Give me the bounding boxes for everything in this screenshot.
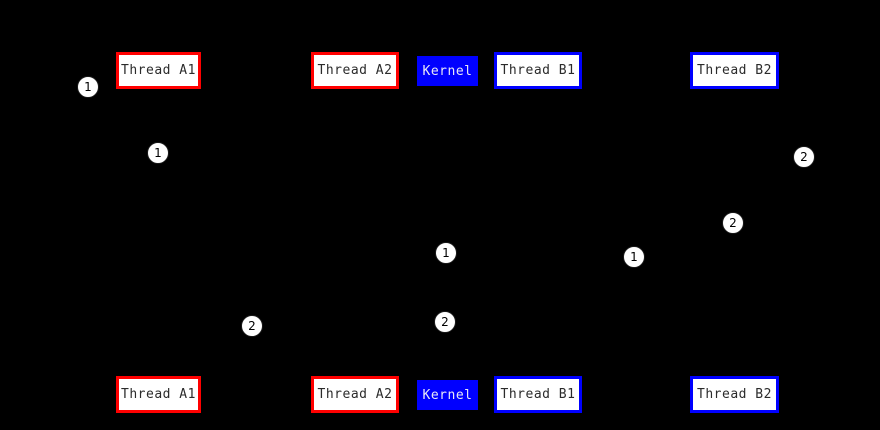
participant-label: Thread B1 bbox=[500, 387, 576, 402]
lifeline-tick bbox=[448, 86, 449, 90]
sequence-badge-message-3: 2 bbox=[793, 146, 815, 168]
sequence-badge-message-5: 1 bbox=[435, 242, 457, 264]
lifeline-thread-b1 bbox=[538, 89, 539, 376]
lifeline-tick bbox=[735, 372, 736, 376]
participant-label: Kernel bbox=[422, 387, 473, 403]
sequence-badge-message-2: 1 bbox=[147, 142, 169, 164]
lifeline-tick bbox=[355, 372, 356, 376]
lifeline-tick bbox=[448, 376, 449, 380]
participant-thread-a1[interactable]: Thread A1 bbox=[116, 52, 201, 89]
participant-label: Thread A2 bbox=[317, 63, 393, 78]
participant-thread-b2[interactable]: Thread B2 bbox=[690, 52, 779, 89]
participant-kernel[interactable]: Kernel bbox=[417, 56, 478, 86]
participant-thread-a2-bottom[interactable]: Thread A2 bbox=[311, 376, 399, 413]
lifeline-thread-a2 bbox=[355, 89, 356, 376]
lifeline-tick bbox=[355, 89, 356, 93]
lifeline-tick bbox=[159, 372, 160, 376]
participant-label: Thread B2 bbox=[697, 387, 772, 402]
sequence-badge-message-8: 2 bbox=[434, 311, 456, 333]
lifeline-tick bbox=[735, 89, 736, 93]
participant-thread-a1-bottom[interactable]: Thread A1 bbox=[116, 376, 201, 413]
participant-label: Kernel bbox=[422, 63, 473, 79]
sequence-badge-message-4: 2 bbox=[722, 212, 744, 234]
participant-label: Thread A2 bbox=[317, 387, 393, 402]
participant-label: Thread A1 bbox=[121, 63, 196, 78]
participant-label: Thread B1 bbox=[500, 63, 576, 78]
sequence-badge-message-7: 2 bbox=[241, 315, 263, 337]
lifeline-thread-a1 bbox=[158, 89, 159, 376]
participant-label: Thread A1 bbox=[121, 387, 196, 402]
participant-kernel-bottom[interactable]: Kernel bbox=[417, 380, 478, 410]
sequence-badge-message-6: 1 bbox=[623, 246, 645, 268]
participant-thread-b2-bottom[interactable]: Thread B2 bbox=[690, 376, 779, 413]
lifeline-tick bbox=[159, 89, 160, 93]
lifeline-tick bbox=[538, 372, 539, 376]
participant-label: Thread B2 bbox=[697, 63, 772, 78]
sequence-badge-message-1: 1 bbox=[77, 76, 99, 98]
participant-thread-b1[interactable]: Thread B1 bbox=[494, 52, 582, 89]
participant-thread-a2[interactable]: Thread A2 bbox=[311, 52, 399, 89]
participant-thread-b1-bottom[interactable]: Thread B1 bbox=[494, 376, 582, 413]
lifeline-tick bbox=[538, 89, 539, 93]
lifeline-kernel bbox=[447, 86, 448, 380]
